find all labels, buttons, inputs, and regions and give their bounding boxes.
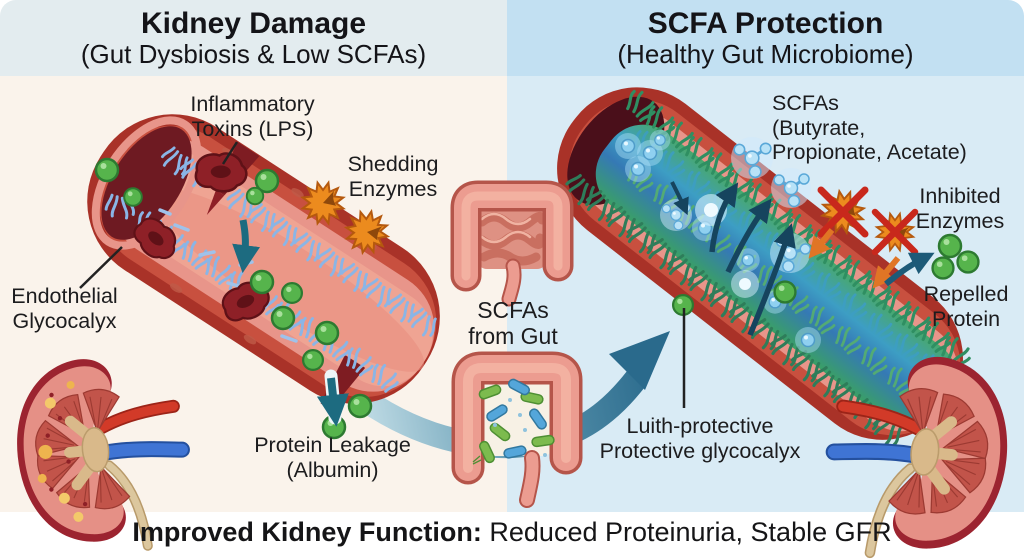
right-panel-subtitle: (Healthy Gut Microbiome) (617, 39, 914, 69)
left-panel-title-block: Kidney Damage (Gut Dysbiosis & Low SCFAs… (0, 0, 507, 69)
toxin-entry-arrow-icon (232, 219, 260, 274)
scfa-release-arrow-icon (670, 181, 796, 337)
left-header-band (0, 0, 507, 76)
left-panel-title: Kidney Damage (140, 7, 367, 40)
shedding-enzymes-label: Shedding Enzymes (347, 152, 439, 201)
left-panel-subtitle: (Gut Dysbiosis & Low SCFAs) (80, 39, 427, 69)
footer-caption-bold: Improved Kidney Function: (132, 517, 482, 547)
repelled-protein-label: Repelled Protein (923, 282, 1009, 331)
protective-glycocalyx-label: Luith-protective Protective glycocalyx (599, 414, 801, 463)
leak-arrow-icon (316, 369, 349, 427)
kidney-damage-spots (37, 380, 88, 522)
inhibited-enzyme-icon (817, 186, 920, 257)
scfas-from-gut-label: SCFAs from Gut (468, 297, 558, 350)
inflammatory-toxins-label: Inflammatory Toxins (LPS) (190, 92, 315, 141)
repel-arrow-icon (884, 252, 935, 287)
right-panel-title: SCFA Protection (647, 7, 884, 40)
damaged-vessel-illustration (87, 114, 442, 410)
intestine-icon (450, 180, 574, 307)
enzyme-blocked-arrow-icon (808, 228, 901, 289)
inhibited-enzymes-label: Inhibited Enzymes (915, 184, 1005, 233)
right-panel-title-block: SCFA Protection (Healthy Gut Microbiome) (507, 0, 1024, 69)
endothelial-glycocalyx-label: Endothelial Glycocalyx (11, 284, 118, 333)
kidney-damaged-icon (8, 350, 191, 559)
intestine-bacteria-icon (451, 351, 583, 508)
pointer-line (79, 141, 686, 408)
footer-caption: Improved Kidney Function: Reduced Protei… (0, 517, 1024, 548)
right-header-band (507, 0, 1024, 76)
scfas-label: SCFAs (Butyrate, Propionate, Acetate) (772, 91, 967, 165)
gut-bacteria (472, 378, 555, 465)
footer-caption-regular: Reduced Proteinuria, Stable GFR (481, 517, 892, 547)
footer-band (0, 512, 1024, 559)
protein-leakage-label: Protein Leakage (Albumin) (254, 433, 411, 482)
